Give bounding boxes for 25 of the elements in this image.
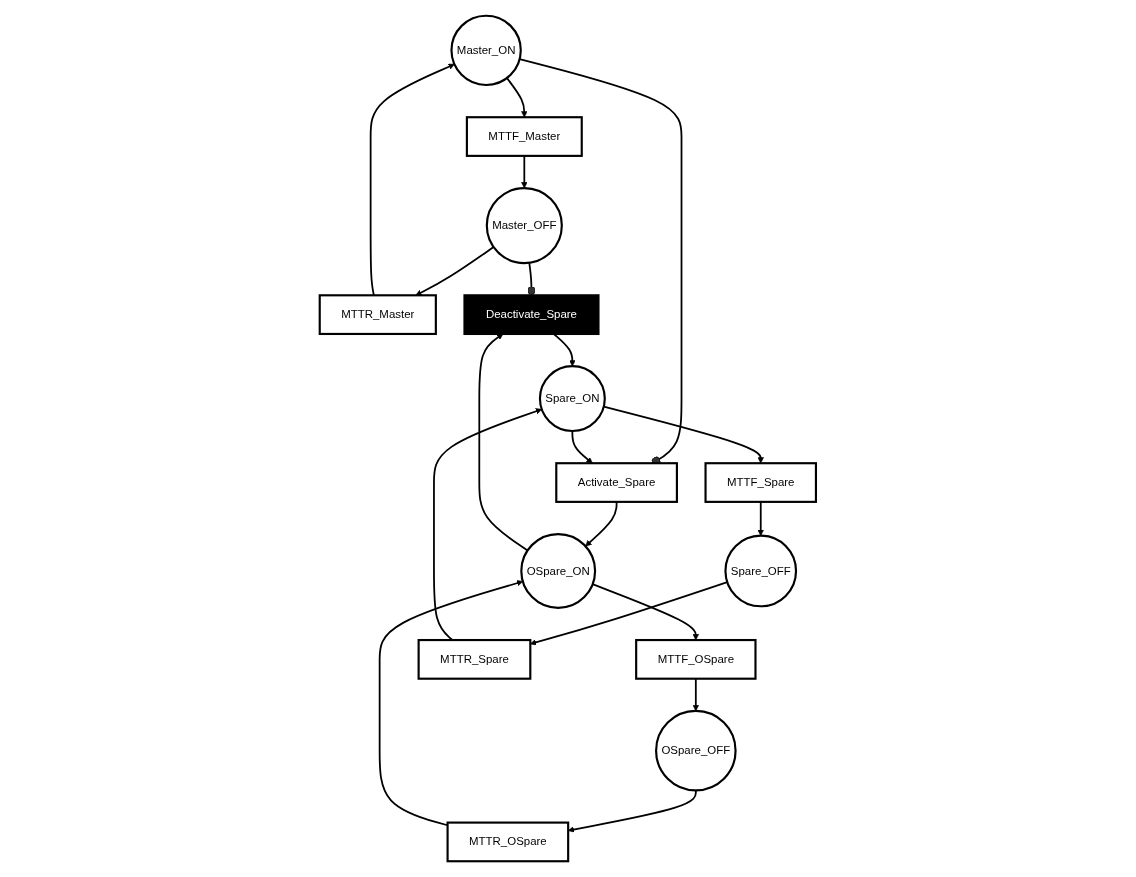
node-box: MTTF_Spare [704, 462, 818, 503]
node-box: MTTF_Master [465, 116, 583, 157]
node-box: MTTR_OSpare [446, 821, 570, 863]
node-box: MTTF_OSpare [635, 639, 757, 680]
arrow [378, 580, 524, 827]
arrow [478, 333, 529, 552]
arrow [757, 501, 765, 536]
arrow [415, 246, 495, 296]
arrow [433, 408, 543, 641]
node-circle: OSpare_ON [520, 533, 597, 609]
node-box: MTTR_Spare [417, 639, 532, 680]
arrow [506, 77, 528, 118]
arrow [603, 405, 765, 464]
node-circle: Spare_OFF [724, 534, 798, 608]
arrow [521, 155, 528, 189]
node-circle: OSpare_OFF [655, 709, 737, 792]
node-box: MTTR_Master [318, 294, 438, 336]
node-box: Activate_Spare [555, 462, 679, 503]
node-circle: Master_OFF [485, 187, 564, 265]
node-box: Deactivate_Spare [463, 294, 600, 336]
arrow [571, 430, 593, 464]
node-circle: Master_ON [450, 14, 522, 87]
arrow [585, 501, 618, 547]
node-circle: Spare_ON [539, 365, 606, 433]
arrow [553, 333, 576, 367]
